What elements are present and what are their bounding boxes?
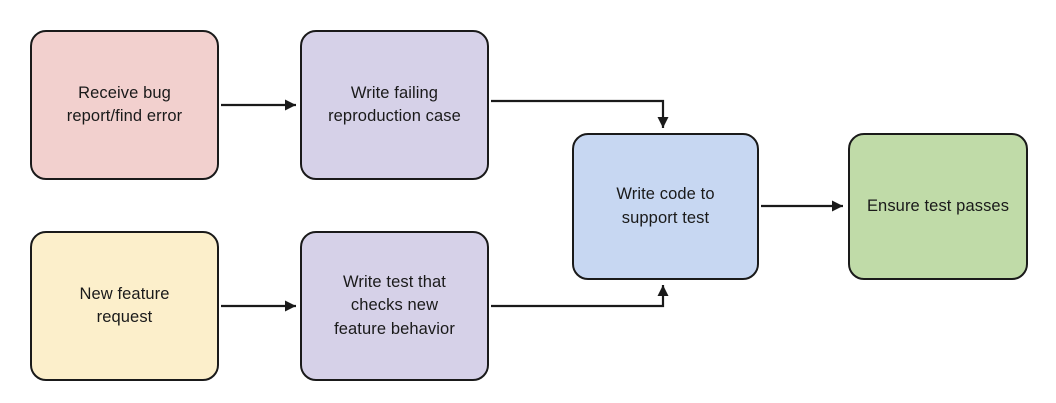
- node-new-feature-request[interactable]: New feature request: [30, 231, 219, 381]
- arrowhead-edge-code-to-ensure: [832, 200, 843, 212]
- node-label-write-failing-reproduction-case: Write failing reproduction case: [328, 83, 461, 125]
- node-write-failing-reproduction-case[interactable]: Write failing reproduction case: [300, 30, 489, 180]
- node-label-ensure-test-passes: Ensure test passes: [866, 196, 1010, 215]
- arrowhead-edge-bug-to-repro: [285, 99, 296, 111]
- connector-edge-repro-to-code: [491, 99, 665, 128]
- arrowhead-edge-request-to-test: [285, 300, 296, 312]
- node-ensure-test-passes[interactable]: Ensure test passes: [848, 133, 1028, 280]
- node-label-write-code-to-support-test: Write code to support test: [616, 185, 715, 227]
- node-label-new-feature-request: New feature request: [79, 284, 170, 326]
- node-label-receive-bug-report: Receive bug report/find error: [66, 83, 183, 125]
- node-receive-bug-report[interactable]: Receive bug report/find error: [30, 30, 219, 180]
- node-label-write-test-that-checks-new-feature-behavior: Write test that checks new feature behav…: [334, 272, 455, 338]
- node-write-test-that-checks-new-feature-behavior[interactable]: Write test that checks new feature behav…: [300, 231, 489, 381]
- connector-edge-test-to-code: [491, 285, 665, 308]
- node-write-code-to-support-test[interactable]: Write code to support test: [572, 133, 759, 280]
- arrowhead-edge-test-to-code: [657, 285, 669, 296]
- arrowhead-edge-repro-to-code: [657, 117, 669, 128]
